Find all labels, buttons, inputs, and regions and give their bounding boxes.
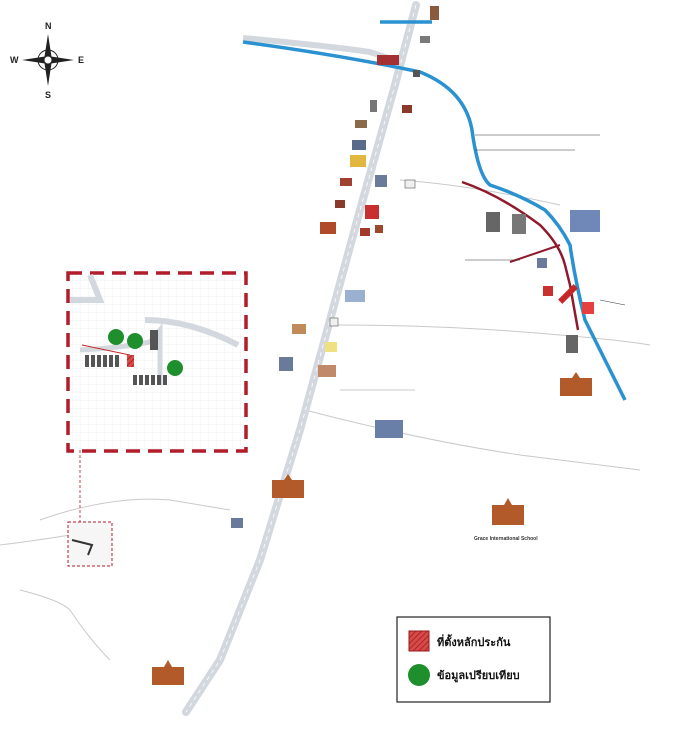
legend-comparable-label: ข้อมูลเปรียบเทียบ — [437, 669, 520, 683]
compass-north: N — [45, 21, 52, 31]
legend-subject-swatch — [408, 630, 430, 652]
school-label: Grace International School — [474, 536, 538, 542]
legend-comparable-swatch — [408, 664, 430, 686]
site-inset — [66, 271, 248, 453]
minor-roads — [0, 179, 651, 661]
landmark-icons — [231, 6, 600, 528]
legend: ที่ตั้งหลักประกัน ข้อมูลเปรียบเทียบ — [396, 616, 551, 703]
compass-east: E — [78, 55, 84, 65]
subject-parcel — [127, 355, 134, 367]
cross-road — [242, 35, 401, 65]
locator-box — [67, 450, 113, 567]
legend-subject-label: ที่ตั้งหลักประกัน — [437, 634, 511, 649]
compass-rose — [22, 34, 74, 86]
school-icons — [152, 372, 592, 685]
canal — [242, 20, 627, 401]
railway — [461, 180, 580, 331]
comparable-marker — [108, 329, 124, 345]
comparable-marker — [167, 360, 183, 376]
compass-south: S — [45, 90, 51, 100]
comparable-marker — [127, 333, 143, 349]
compass-west: W — [10, 55, 19, 65]
